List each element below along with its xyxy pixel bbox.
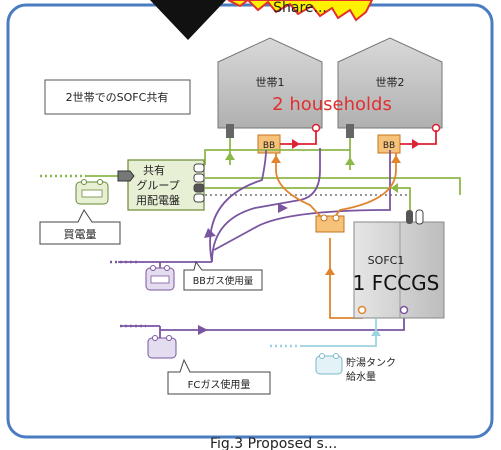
red-valve-1 — [292, 139, 300, 149]
sofc-port-gas — [399, 305, 409, 315]
gas-lines — [118, 148, 405, 338]
bb-gas-label: BBガス使用量 — [193, 275, 254, 287]
electric-lines — [204, 138, 461, 210]
electric-valve-3 — [391, 183, 398, 193]
sofc-port-hot — [357, 305, 367, 315]
house2-pipe-gray — [346, 124, 354, 138]
title-box — [44, 79, 191, 115]
panel-plug-4 — [193, 193, 205, 203]
share-starburst — [227, 0, 374, 22]
panel-line-2: グループ — [136, 178, 179, 192]
water-meter — [315, 355, 343, 375]
house-1-label: 世帯1 — [256, 76, 285, 89]
sofc-label: SOFC1 — [368, 254, 405, 267]
bb-label-1: BB — [263, 141, 275, 151]
water-knob-1 — [319, 353, 325, 359]
house-1 — [217, 37, 323, 129]
hot-water-valve-3 — [325, 267, 335, 275]
water-line — [300, 318, 377, 347]
electric-valve-2 — [345, 157, 355, 165]
gas-valve-1 — [278, 203, 288, 213]
fc-gas-meter — [147, 337, 177, 359]
fc-gas-knob-2 — [166, 335, 172, 341]
bb-gas-knob-1 — [150, 265, 156, 271]
mixing-valve — [315, 215, 345, 233]
sofc-plug-dark — [406, 210, 413, 224]
red-valve-2 — [412, 139, 420, 149]
electric-valve-1 — [225, 152, 235, 160]
households-overlay: 2 households — [272, 94, 392, 115]
mixing-valve-knob-1 — [320, 214, 328, 222]
tank-label-1: 貯湯タンク — [346, 356, 396, 369]
meter-knob-1 — [81, 179, 87, 185]
panel-line-3: 用配電盤 — [136, 194, 180, 207]
hot-water-valve-2 — [391, 155, 401, 163]
panel-plug-3 — [193, 183, 205, 193]
house-2 — [337, 37, 443, 129]
bb-label-2: BB — [383, 141, 395, 151]
meter-window — [81, 189, 103, 198]
meter-knob-2 — [97, 179, 103, 185]
sofc-overlay: 1 FCCGS — [353, 271, 440, 295]
panel-input-plug — [117, 170, 135, 182]
sofc-unit — [353, 221, 445, 319]
bb-gas-knob-2 — [164, 265, 170, 271]
tank-label-2: 給水量 — [346, 370, 376, 383]
water-valve — [371, 328, 381, 336]
buy-power-label: 買電量 — [64, 228, 97, 241]
sofc-plug-light — [415, 209, 424, 225]
hot-water-valve-1 — [271, 155, 281, 163]
bb-gas-window — [150, 275, 170, 284]
panel-plug-1 — [193, 163, 205, 173]
fc-gas-knob-1 — [152, 335, 158, 341]
fc-gas-label: FCガス使用量 — [188, 378, 251, 391]
bb-gas-callout — [183, 260, 263, 291]
house-2-label: 世帯2 — [376, 76, 405, 89]
panel-line-1: 共有 — [143, 163, 165, 177]
water-knob-2 — [333, 353, 339, 359]
buy-power-callout — [39, 209, 121, 245]
title-text: 2世帯でのSOFC共有 — [66, 90, 169, 104]
gas-valve-3 — [204, 228, 216, 238]
figure-caption: Fig.3 Proposed s... — [210, 436, 337, 450]
fc-gas-callout — [167, 358, 271, 395]
gas-valve-2 — [198, 325, 208, 335]
share-text: Share... — [273, 0, 327, 16]
down-arrow-shape — [150, 0, 226, 40]
panel-plug-2 — [193, 173, 205, 183]
house1-pipe-gray — [226, 124, 234, 138]
mixing-valve-knob-2 — [332, 214, 340, 222]
